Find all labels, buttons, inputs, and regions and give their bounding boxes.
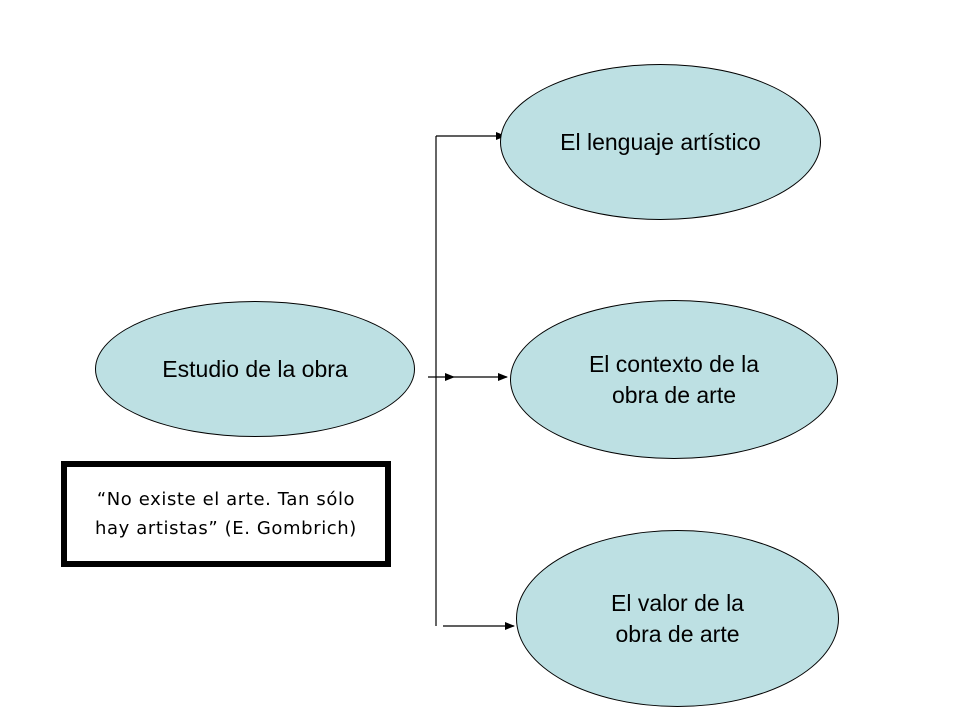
quote-text: “No existe el arte. Tan sólo hay artista… <box>95 489 357 539</box>
node-valor-label: El valor de la obra de arte <box>611 589 744 647</box>
node-lenguaje-label: El lenguaje artístico <box>560 128 761 155</box>
quote-box: “No existe el arte. Tan sólo hay artista… <box>61 461 391 567</box>
node-valor-obra: El valor de la obra de arte <box>516 530 839 707</box>
node-estudio-label: Estudio de la obra <box>162 355 348 382</box>
node-contexto-label: El contexto de la obra de arte <box>588 350 760 408</box>
node-contexto-obra: El contexto de la obra de arte <box>510 300 838 459</box>
node-estudio-de-la-obra: Estudio de la obra <box>95 301 415 437</box>
node-lenguaje-artistico: El lenguaje artístico <box>500 64 821 220</box>
